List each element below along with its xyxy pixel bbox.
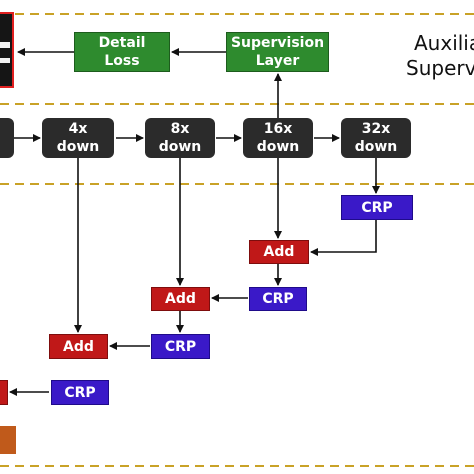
input-stem-block [0, 118, 14, 158]
crp-block-32x: CRP [341, 195, 413, 220]
add-block-8x: Add [151, 287, 210, 311]
down-32x-block: 32x down [341, 118, 411, 158]
down-16x-block: 16x down [243, 118, 313, 158]
down-8x-block: 8x down [145, 118, 215, 158]
arrow-crp-32-to-add-16 [310, 220, 377, 256]
auxiliary-supervision-label-line2: Superv [406, 56, 474, 80]
supervision-layer-box: Supervision Layer [226, 32, 329, 72]
crp-block-8x: CRP [151, 334, 210, 359]
detail-loss-box: Detail Loss [74, 32, 170, 72]
down-4x-block: 4x down [42, 118, 114, 158]
add-block-partial [0, 380, 8, 405]
image-stripe [0, 42, 10, 48]
add-block-16x: Add [249, 240, 309, 264]
input-image-box [0, 12, 14, 88]
auxiliary-supervision-label-line1: Auxilia [414, 31, 474, 55]
image-stripe [0, 58, 10, 63]
add-block-4x: Add [49, 334, 108, 359]
crp-block-4x: CRP [51, 380, 109, 405]
crp-block-16x: CRP [249, 287, 307, 311]
output-block-partial [0, 426, 16, 454]
